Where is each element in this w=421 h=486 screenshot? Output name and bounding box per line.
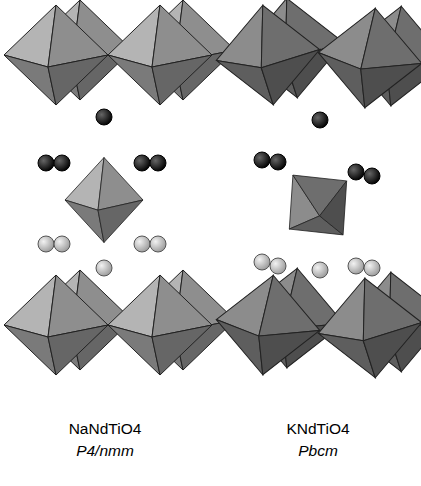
space-group: Pbcm (218, 440, 418, 462)
caption-left: NaNdTiO4P4/nmm (5, 418, 205, 462)
compound-formula: NaNdTiO4 (5, 418, 205, 440)
compound-formula: KNdTiO4 (218, 418, 418, 440)
caption-right: KNdTiO4Pbcm (218, 418, 418, 462)
space-group: P4/nmm (5, 440, 205, 462)
